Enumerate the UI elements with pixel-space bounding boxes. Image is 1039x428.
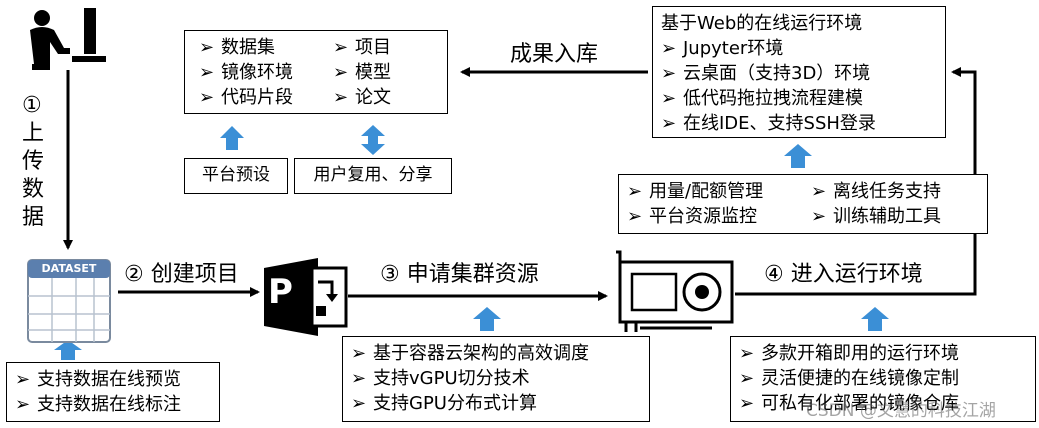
step-enter-label: ④ 进入运行环境 [764, 262, 923, 287]
blue-arrow-dataset [54, 340, 82, 360]
bullet-arrow-icon: ➢ [627, 206, 643, 227]
step-create-label: ② 创建项目 [124, 262, 239, 287]
feature-item: ➢支持vGPU切分技术 [351, 368, 530, 389]
watermark: CSDN @文慧的科技江湖 [806, 401, 996, 421]
asset-item: ➢数据集 [199, 37, 275, 58]
bullet-arrow-icon: ➢ [333, 62, 349, 83]
bullet-arrow-icon: ➢ [15, 369, 31, 390]
blue-arrow-reuse [361, 125, 385, 155]
bullet-arrow-icon: ➢ [351, 393, 367, 414]
cluster-features-box: ➢基于容器云架构的高效调度 ➢支持vGPU切分技术 ➢支持GPU分布式计算 [342, 336, 650, 422]
feature-item: ➢基于容器云架构的高效调度 [351, 343, 589, 364]
bullet-arrow-icon: ➢ [333, 37, 349, 58]
project-icon-letter: P [268, 272, 293, 312]
asset-item: ➢论文 [333, 87, 391, 108]
platform-preset-box: 平台预设 [184, 158, 288, 194]
mgmt-item: ➢训练辅助工具 [811, 206, 941, 227]
bullet-arrow-icon: ➢ [661, 88, 677, 109]
feature-item: ➢支持数据在线标注 [15, 394, 181, 415]
gpu-card-icon [616, 250, 734, 332]
assets-box: ➢数据集 ➢镜像环境 ➢代码片段 ➢项目 ➢模型 ➢论文 [184, 30, 448, 114]
runtime-item: ➢Jupyter环境 [661, 38, 784, 59]
runtime-item: ➢云桌面（支持3D）环境 [661, 63, 871, 84]
bullet-arrow-icon: ➢ [351, 343, 367, 364]
bullet-arrow-icon: ➢ [661, 63, 677, 84]
asset-item: ➢项目 [333, 37, 391, 58]
user-reuse-box: 用户复用、分享 [294, 158, 452, 194]
bullet-arrow-icon: ➢ [351, 368, 367, 389]
runtime-title: 基于Web的在线运行环境 [661, 13, 863, 34]
bullet-arrow-icon: ➢ [811, 206, 827, 227]
blue-arrow-cluster [473, 307, 501, 331]
dataset-features-box: ➢支持数据在线预览 ➢支持数据在线标注 [6, 362, 220, 422]
asset-item: ➢镜像环境 [199, 62, 293, 83]
feature-item: ➢灵活便捷的在线镜像定制 [739, 368, 959, 389]
feature-item: ➢支持数据在线预览 [15, 369, 181, 390]
bullet-arrow-icon: ➢ [199, 87, 215, 108]
feature-item: ➢可私有化部署的镜像仓库 [739, 393, 959, 414]
feature-item: ➢支持GPU分布式计算 [351, 393, 537, 414]
bullet-arrow-icon: ➢ [15, 394, 31, 415]
runtime-item: ➢低代码拖拉拽流程建模 [661, 88, 863, 109]
bullet-arrow-icon: ➢ [199, 37, 215, 58]
bullet-arrow-icon: ➢ [661, 113, 677, 134]
runtime-env-box: 基于Web的在线运行环境 ➢Jupyter环境 ➢云桌面（支持3D）环境 ➢低代… [652, 6, 946, 138]
bullet-arrow-icon: ➢ [627, 181, 643, 202]
mgmt-item: ➢平台资源监控 [627, 206, 757, 227]
bullet-arrow-icon: ➢ [661, 38, 677, 59]
dataset-icon-label: DATASET [41, 262, 97, 275]
feature-item: ➢多款开箱即用的运行环境 [739, 343, 959, 364]
blue-arrow-env [861, 307, 889, 331]
dataset-table-icon [27, 259, 111, 343]
bullet-arrow-icon: ➢ [739, 368, 755, 389]
step-apply-label: ③ 申请集群资源 [380, 262, 539, 287]
bullet-arrow-icon: ➢ [333, 87, 349, 108]
bullet-arrow-icon: ➢ [739, 343, 755, 364]
runtime-item: ➢在线IDE、支持SSH登录 [661, 113, 876, 134]
blue-arrow-preset [220, 126, 244, 150]
management-box: ➢用量/配额管理 ➢平台资源监控 ➢离线任务支持 ➢训练辅助工具 [618, 174, 988, 234]
bullet-arrow-icon: ➢ [199, 62, 215, 83]
mgmt-item: ➢离线任务支持 [811, 181, 941, 202]
asset-item: ➢模型 [333, 62, 391, 83]
mgmt-item: ➢用量/配额管理 [627, 181, 764, 202]
step-archive-label: 成果入库 [510, 42, 599, 67]
bullet-arrow-icon: ➢ [739, 393, 755, 414]
blue-arrow-runtime [784, 144, 812, 168]
user-at-computer-icon [30, 8, 106, 70]
env-features-box: ➢多款开箱即用的运行环境 ➢灵活便捷的在线镜像定制 ➢可私有化部署的镜像仓库 [730, 336, 1036, 422]
step-upload-label: ① 上传数据 [22, 93, 45, 230]
asset-item: ➢代码片段 [199, 87, 293, 108]
bullet-arrow-icon: ➢ [811, 181, 827, 202]
project-app-icon [264, 258, 348, 336]
